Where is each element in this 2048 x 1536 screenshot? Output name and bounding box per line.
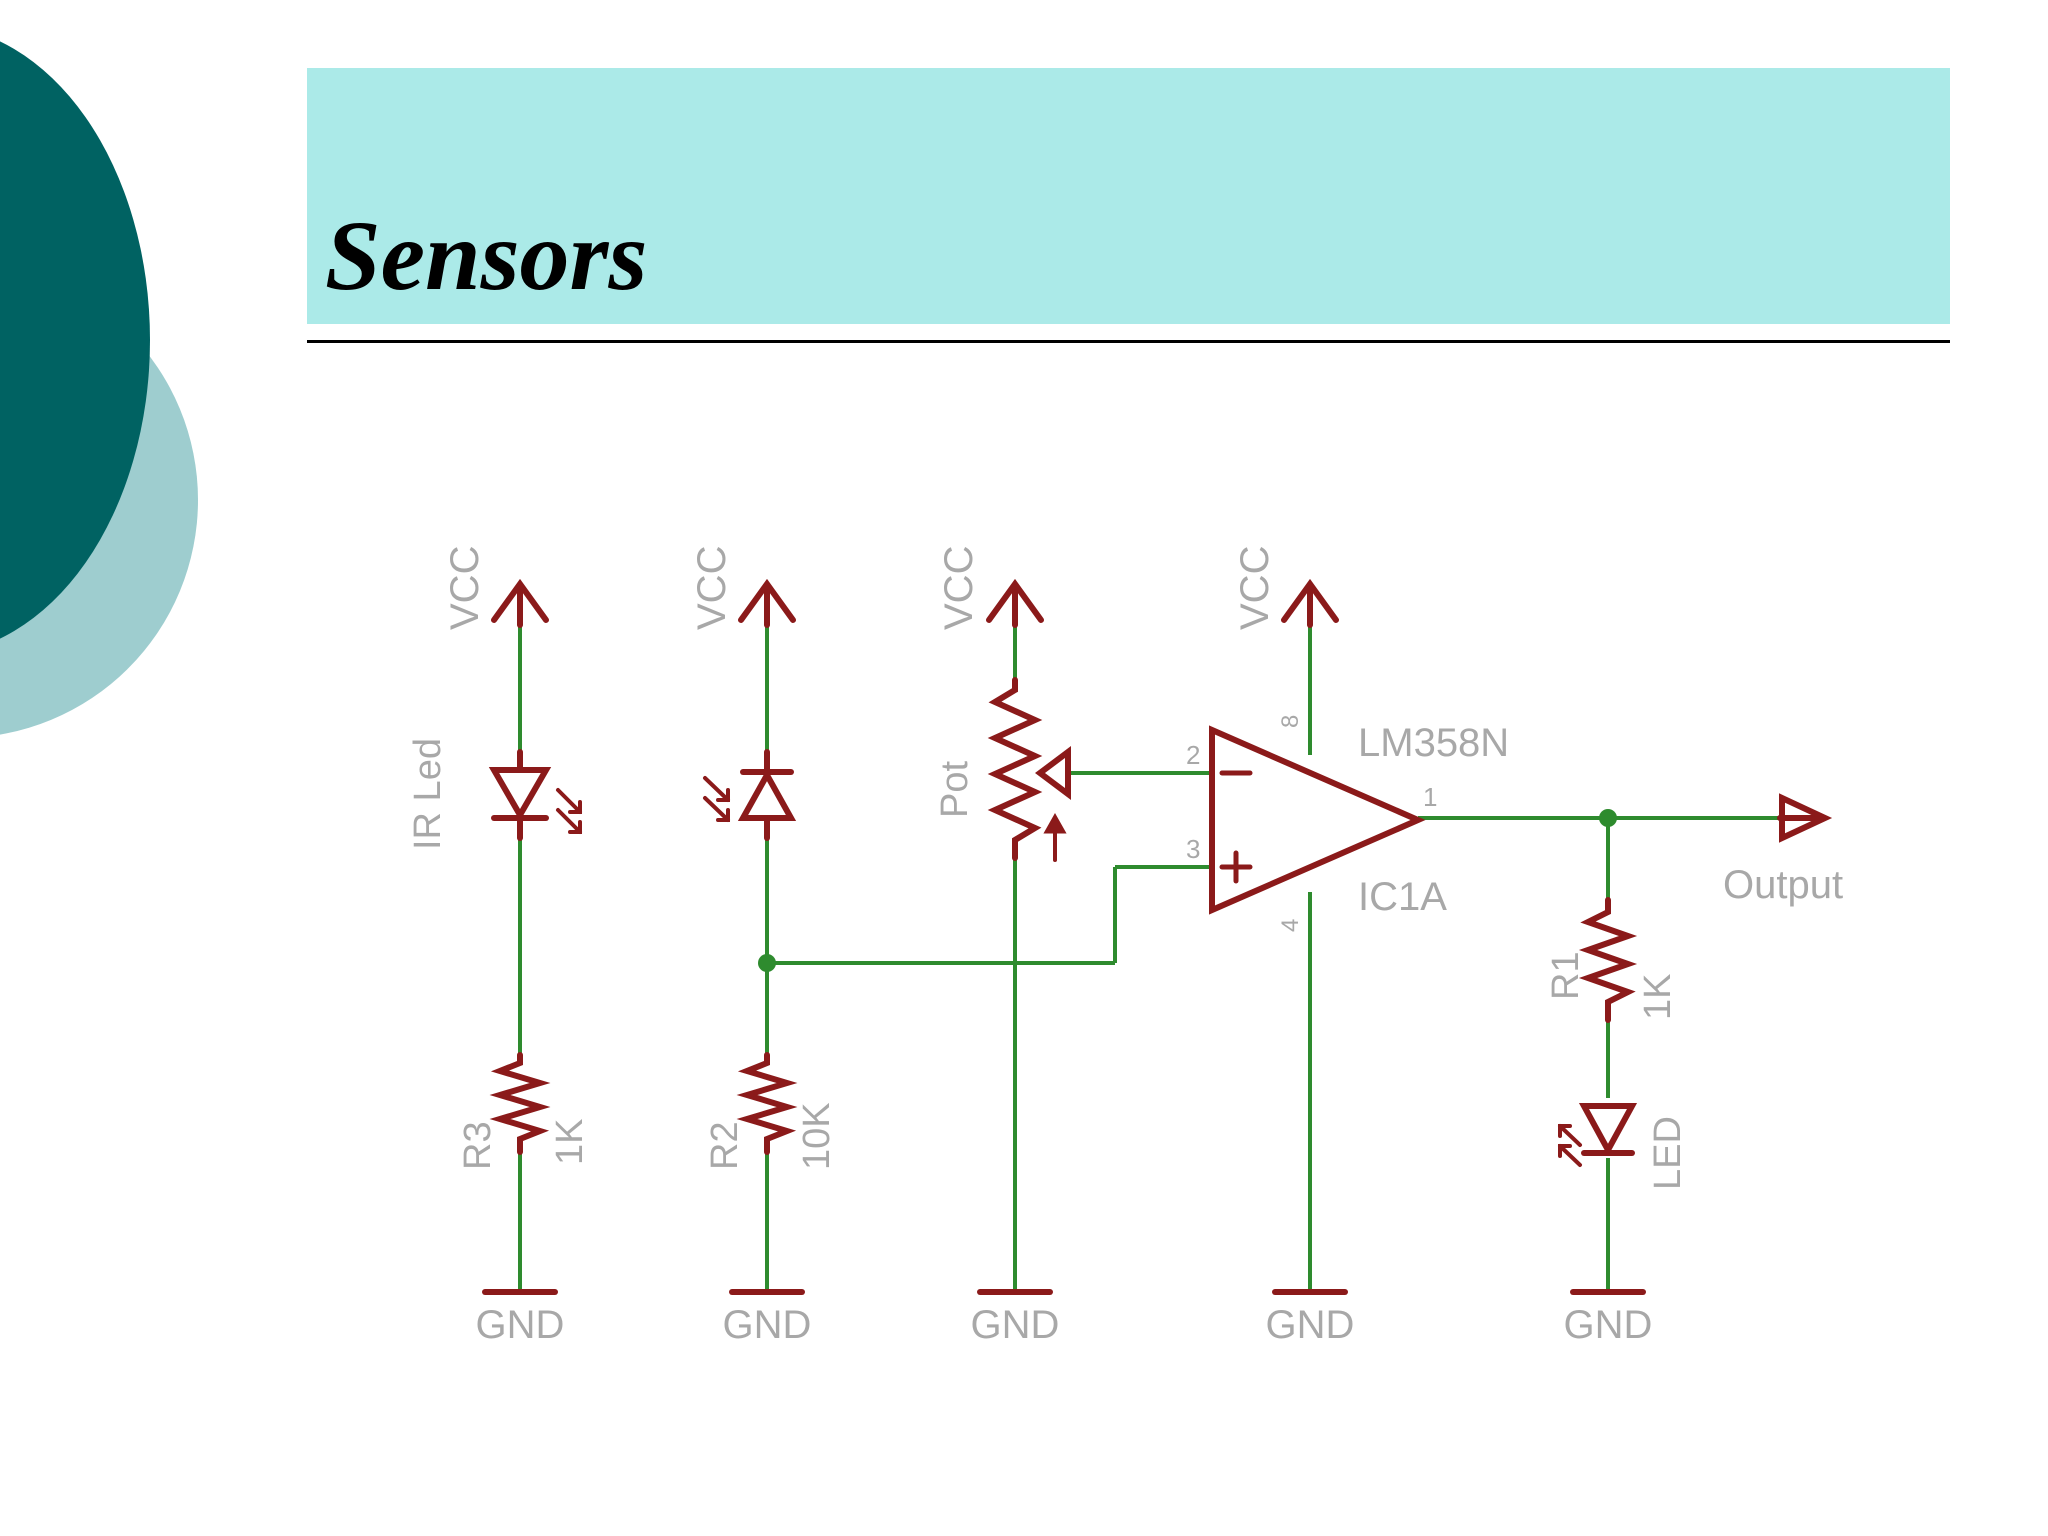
vcc-arrow-icon (1281, 578, 1339, 628)
r1-resistor-icon (1578, 897, 1638, 1023)
components (482, 578, 1833, 1295)
r3-value: 1K (549, 1119, 591, 1165)
r1-label: R1 (1545, 951, 1587, 1000)
gnd-label: GND (971, 1303, 1060, 1347)
opamp-pin-4: 4 (1277, 919, 1304, 932)
vcc-arrow-icon (491, 578, 549, 628)
vcc-arrow-icon (986, 578, 1044, 628)
opamp-pin-3: 3 (1186, 834, 1200, 864)
opamp-pin-1: 1 (1423, 782, 1437, 812)
junction-dot (758, 954, 776, 972)
slide-title: Sensors (325, 200, 648, 311)
title-underline (307, 340, 1950, 343)
vcc-label: VCC (937, 546, 981, 630)
opamp-pin-2: 2 (1186, 740, 1200, 770)
r2-label: R2 (704, 1121, 746, 1170)
potentiometer-icon (987, 677, 1071, 862)
vcc-arrow-icon (738, 578, 796, 628)
labels: VCC VCC VCC VCC IR Led Pot R3 1K R2 10K … (407, 546, 1843, 1347)
r3-resistor-icon (489, 1052, 551, 1155)
pot-label: Pot (934, 761, 976, 818)
opamp-ref-label: IC1A (1358, 875, 1447, 919)
photodiode-icon (703, 749, 797, 841)
junction-dots (758, 809, 1617, 972)
gnd-label: GND (1564, 1303, 1653, 1347)
ir-led-label: IR Led (407, 738, 449, 850)
r1-value: 1K (1637, 974, 1679, 1020)
junction-dot (1599, 809, 1617, 827)
vcc-label: VCC (1233, 546, 1277, 630)
ir-led-icon (488, 749, 582, 841)
gnd-label: GND (476, 1303, 565, 1347)
vcc-label: VCC (690, 546, 734, 630)
dark-teal-circle (0, 41, 150, 639)
output-label: Output (1723, 863, 1843, 907)
gnd-label: GND (723, 1303, 812, 1347)
r2-resistor-icon (736, 1052, 798, 1155)
title-band: Sensors (307, 68, 1950, 324)
opamp-icon (1209, 725, 1426, 915)
output-arrow-icon (1777, 793, 1833, 843)
gnd-label: GND (1266, 1303, 1355, 1347)
opamp-part-label: LM358N (1358, 721, 1509, 765)
r3-label: R3 (457, 1121, 499, 1170)
vcc-label: VCC (443, 546, 487, 630)
led-label: LED (1647, 1116, 1689, 1190)
wires (518, 590, 1790, 1290)
r2-value: 10K (796, 1102, 838, 1170)
decorative-circles (0, 41, 198, 735)
led-icon (1558, 1103, 1638, 1167)
opamp-pin-8: 8 (1277, 715, 1304, 728)
